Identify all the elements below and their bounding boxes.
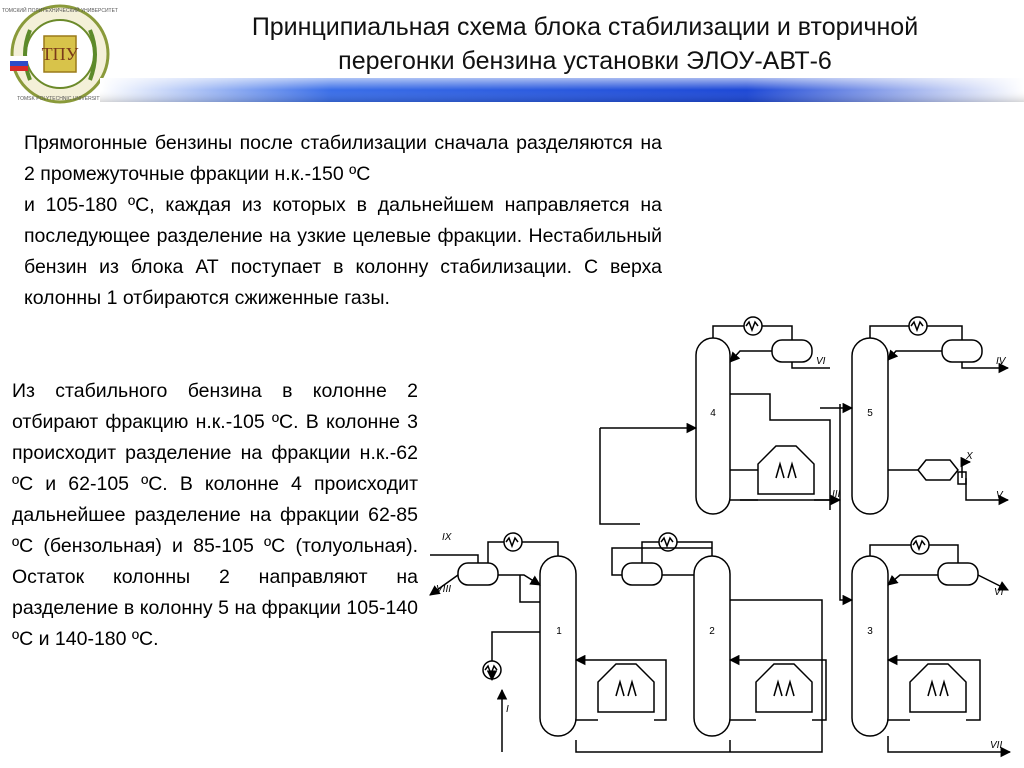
process-flow-diagram: 4 5 1 2 3 — [429, 316, 1012, 758]
condenser-5 — [908, 316, 928, 336]
stream-label-i: I — [506, 704, 509, 715]
reboiler-4 — [757, 445, 815, 495]
side-exchanger-5 — [917, 459, 967, 485]
column-5: 5 — [851, 337, 889, 515]
reboiler-3 — [909, 663, 967, 713]
drum-3 — [937, 562, 979, 586]
columns-paragraph: Из стабильного бензина в колонне 2 отбир… — [12, 380, 418, 650]
stream-label-v: V — [996, 490, 1004, 501]
reboiler-1 — [597, 663, 655, 713]
column-label-2: 2 — [709, 626, 715, 637]
stream-label-viii: VIII — [436, 584, 451, 595]
column-label-5: 5 — [867, 408, 873, 419]
condenser-3 — [910, 535, 930, 555]
title-line-1: Принципиальная схема блока стабилизации … — [251, 13, 919, 41]
drum-5 — [941, 339, 983, 363]
drum-4 — [771, 339, 813, 363]
svg-text:ТПУ: ТПУ — [42, 44, 79, 64]
column-3: 3 — [851, 555, 889, 737]
logo-text-bottom: TOMSK POLYTECHNIC UNIVERSITY — [17, 96, 103, 102]
column-label-3: 3 — [867, 626, 873, 637]
condenser-4 — [743, 316, 763, 336]
paragraph-1: Прямогонные бензины после стабилизации с… — [24, 132, 662, 185]
column-label-4: 4 — [710, 408, 716, 419]
stream-label-iii: III — [832, 489, 841, 500]
paragraph-2: и 105-180 ºС, каждая из которых в дальне… — [24, 194, 662, 309]
university-logo: ТПУ ТОМСКИЙ ПОЛИТЕХНИЧЕСКИЙ УНИВЕРСИТЕТ … — [2, 4, 118, 104]
stream-label-vi-top: VI — [816, 356, 826, 367]
slide-title: Принципиальная схема блока стабилизации … — [150, 10, 1020, 78]
column-label-1: 1 — [556, 626, 562, 637]
stream-label-ix: IX — [442, 532, 452, 543]
condenser-1 — [503, 532, 523, 552]
column-4: 4 — [695, 337, 731, 515]
drum-2 — [621, 562, 663, 586]
heater-1 — [482, 660, 502, 680]
intro-paragraph: Прямогонные бензины после стабилизации с… — [24, 128, 662, 314]
logo-text-top: ТОМСКИЙ ПОЛИТЕХНИЧЕСКИЙ УНИВЕРСИТЕТ — [2, 6, 118, 14]
reboiler-2 — [755, 663, 813, 713]
column-1: 1 — [539, 555, 577, 737]
title-line-2: перегонки бензина установки ЭЛОУ-АВТ-6 — [338, 47, 832, 75]
header-gradient-bar — [100, 78, 1024, 102]
stream-label-vi-col3: VI — [994, 587, 1004, 598]
drum-1 — [457, 562, 499, 586]
column-2: 2 — [693, 555, 731, 737]
stream-label-iv: IV — [996, 356, 1007, 367]
stream-label-x: X — [965, 451, 973, 462]
stream-label-vii: VII — [990, 740, 1002, 751]
